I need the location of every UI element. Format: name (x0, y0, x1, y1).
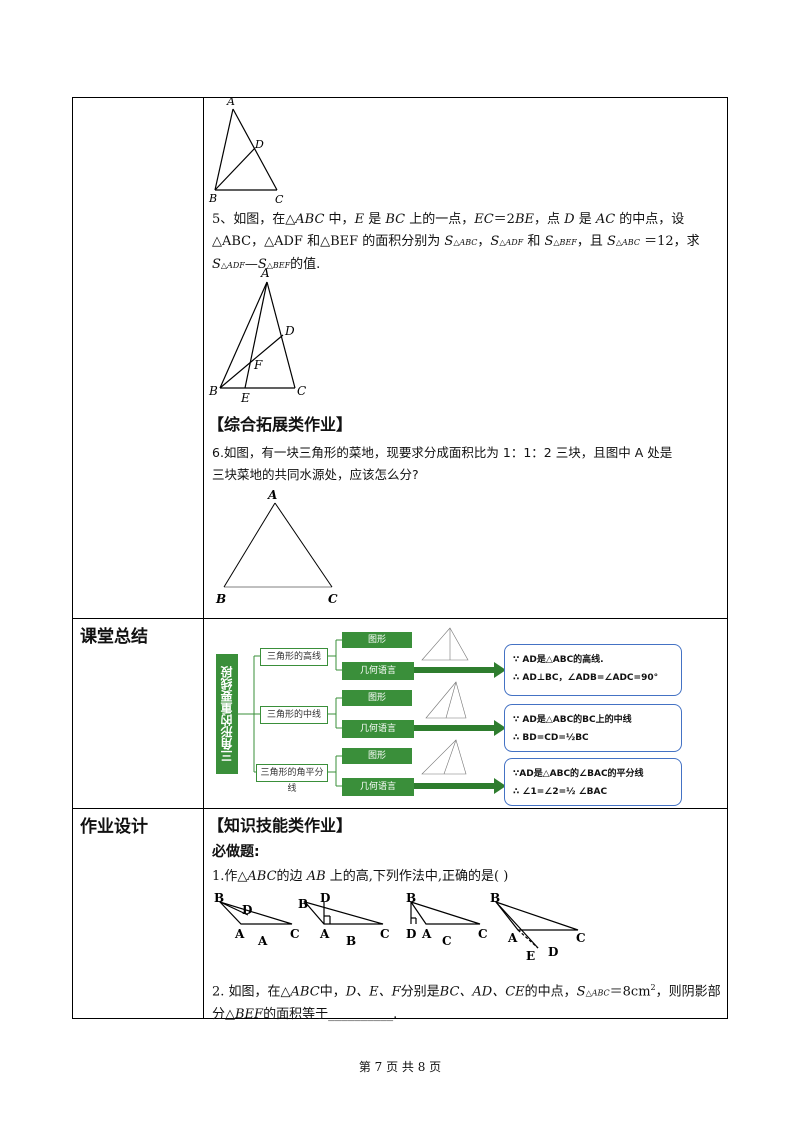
question1: 1.作△ABC的边 AB 上的高,下列作法中,正确的是( ) (212, 869, 509, 884)
optA-letter: A (257, 934, 268, 948)
problem6-line2: 三块菜地的共同水源处，应该怎么分? (212, 467, 419, 482)
problem6-text: 6.如图，有一块三角形的菜地，现要求分成面积比为 1：1：2 三块，且图中 A … (212, 442, 722, 486)
result-box-2: ∵ AD是△ABC的BC上的中线 ∴ BD=CD=½BC (504, 704, 682, 752)
optD-C: C (576, 931, 586, 945)
optD-E: E (526, 949, 535, 963)
fig1-label-c: C (275, 193, 284, 206)
fig6-label-a: A (267, 488, 277, 502)
fig1-label-b: B (208, 192, 217, 205)
result-box-1: ∵ AD是△ABC的高线. ∴ AD⊥BC，∠ADB=∠ADC=90° (504, 644, 682, 696)
topic-altitude: 三角形的高线 (260, 648, 328, 666)
summary-label: 课堂总结 (80, 627, 148, 647)
fig2-label-d: D (284, 324, 295, 338)
fig6-label-c: C (328, 592, 338, 606)
homework-label: 作业设计 (80, 817, 148, 837)
homework-heading: 【知识技能类作业】 (208, 816, 353, 835)
problem5-text: 5、如图，在△ABC 中，E 是 BC 上的一点，EC＝2BE，点 D 是 AC… (212, 209, 722, 277)
fig6-label-b: B (215, 592, 226, 606)
optA-B: B (214, 891, 224, 905)
optB-letter: B (346, 934, 356, 948)
fig2-label-e: E (240, 391, 250, 404)
required-label: 必做题: (212, 844, 260, 860)
q1-options: B D A C A B D A C B B D A C C B A C E D (214, 891, 586, 963)
optB-A: A (319, 927, 330, 941)
table-left-border (72, 97, 73, 1019)
optC-D: D (406, 927, 416, 941)
triangle-figure-6: A B C (215, 488, 338, 606)
optC-C: C (478, 927, 488, 941)
optD-A: A (507, 931, 518, 945)
optC-B: B (406, 891, 416, 905)
fig2-label-f: F (253, 358, 263, 372)
fig2-label-a: A (260, 266, 270, 280)
problem6-line1: 6.如图，有一块三角形的菜地，现要求分成面积比为 1：1：2 三块，且图中 A … (212, 445, 673, 460)
optD-D: D (548, 945, 558, 959)
result-box-3: ∵AD是△ABC的∠BAC的平分线 ∴ ∠1=∠2=½ ∠BAC (504, 758, 682, 806)
triangle-figure-2: A D F B E C (208, 266, 306, 404)
question2-line2: 分△BEF的面积等于__________. (212, 1007, 398, 1023)
optB-C: C (380, 927, 390, 941)
fig1-label-d: D (254, 138, 264, 151)
table-right-border (727, 97, 728, 1019)
table-top-border (72, 97, 728, 98)
problem5-line3: S△ADF—S△BEF的值. (212, 257, 321, 272)
optC-letter: C (442, 934, 452, 948)
optB-B: B (298, 897, 308, 911)
lang-box-1: 几何语言 (342, 662, 414, 680)
table-column-divider (203, 97, 204, 1019)
table-bottom-border (72, 1018, 728, 1019)
page-footer: 第 7 页 共 8 页 (358, 1060, 442, 1074)
fig-box-2: 图形 (342, 690, 412, 706)
fig2-label-c: C (297, 384, 306, 398)
row-divider-2 (72, 808, 728, 809)
question2-line1: 2. 如图，在△ABC中，D、E、F分别是BC、AD、CE的中点，S△ABC＝8… (212, 983, 721, 1000)
ext-heading: 【综合拓展类作业】 (208, 415, 353, 434)
optD-B: B (490, 891, 500, 905)
optB-D: D (320, 891, 330, 905)
row-divider-1 (72, 618, 728, 619)
optA-A: A (234, 927, 245, 941)
lang-box-3: 几何语言 (342, 778, 414, 796)
mindmap-connectors (238, 627, 506, 794)
summary-mindmap: 三角形的重要线段 三角形的高线 图形 几何语言 ∵ AD是△ABC的高线. ∴ … (216, 624, 686, 806)
fig2-label-b: B (208, 384, 218, 398)
fig-box-3: 图形 (342, 748, 412, 764)
question2: 2. 如图，在△ABC中，D、E、F分别是BC、AD、CE的中点，S△ABC＝8… (212, 977, 724, 1026)
problem5-line2: △ABC，△ADF 和△BEF 的面积分别为 S△ABC，S△ADF 和 S△B… (212, 234, 700, 249)
mindmap-vertical-title (216, 654, 238, 774)
problem5-line1: 5、如图，在△ABC 中，E 是 BC 上的一点，EC＝2BE，点 D 是 AC… (212, 212, 685, 227)
topic-median: 三角形的中线 (260, 706, 328, 724)
optA-D: D (242, 903, 252, 917)
fig1-label-a: A (226, 95, 235, 108)
lang-box-2: 几何语言 (342, 720, 414, 738)
fig-box-1: 图形 (342, 632, 412, 648)
topic-bisector: 三角形的角平分线 (256, 764, 328, 794)
optC-A: A (421, 927, 432, 941)
optA-C: C (290, 927, 300, 941)
triangle-figure-1: A D B C (208, 95, 284, 206)
